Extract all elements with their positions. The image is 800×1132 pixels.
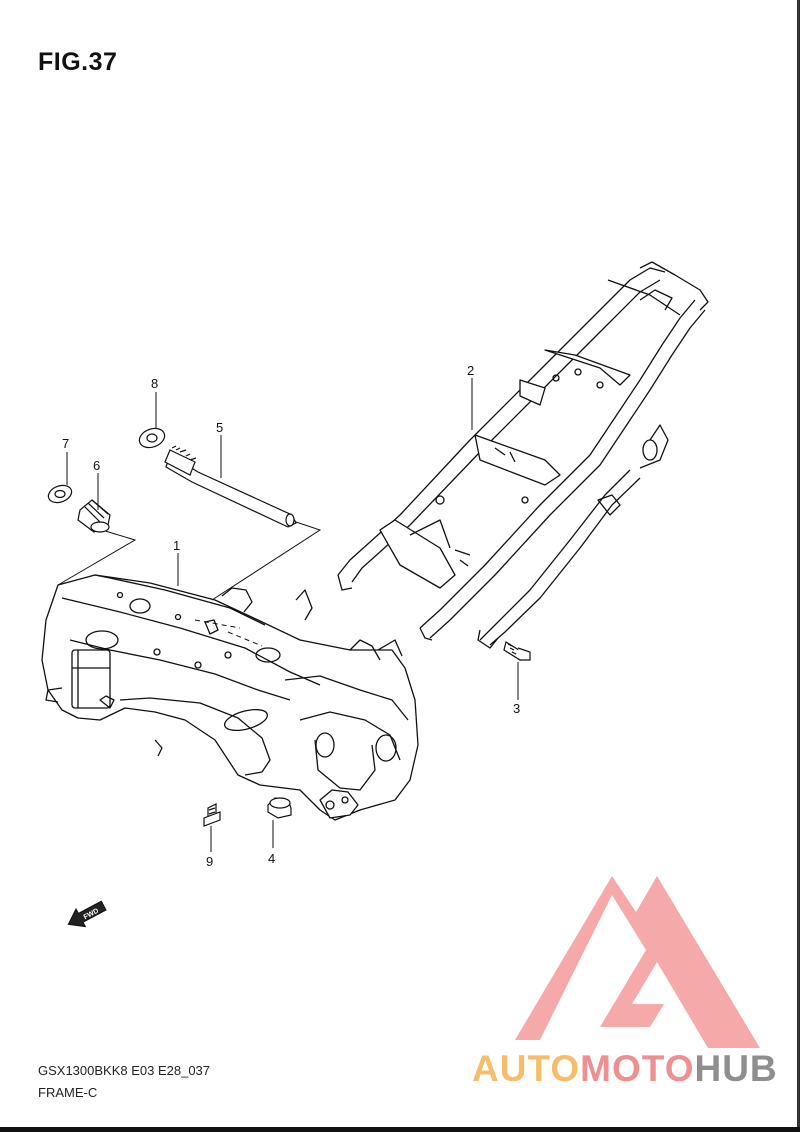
bolt-part-3 (503, 641, 531, 661)
forward-arrow-icon: FWD (67, 900, 107, 928)
watermark-hub: HUB (694, 1048, 778, 1089)
callout-6: 6 (93, 458, 100, 473)
watermark-logo (515, 876, 760, 1048)
nut-part-7 (47, 484, 73, 504)
right-border (797, 0, 800, 1132)
shaft-part-5 (164, 445, 297, 528)
spacer-part-6 (77, 499, 111, 533)
callout-3: 3 (513, 701, 520, 716)
callout-2: 2 (467, 363, 474, 378)
callout-5: 5 (216, 420, 223, 435)
bolt-part-9 (203, 803, 221, 827)
seat-rail (337, 261, 709, 649)
leader-lines (66, 378, 519, 852)
watermark-text: AUTOMOTOHUB (472, 1048, 778, 1090)
main-frame (41, 574, 419, 821)
collar-part-4 (267, 797, 292, 819)
callout-4: 4 (268, 851, 275, 866)
figure-title: FIG.37 (38, 48, 118, 76)
watermark-auto: AUTO (472, 1048, 581, 1089)
watermark-moto: MOTO (580, 1048, 695, 1089)
model-code: GSX1300BKK8 E03 E28_037 (38, 1063, 211, 1078)
group-name: FRAME-C (38, 1085, 98, 1100)
assembly-lines (57, 519, 322, 647)
callout-1: 1 (173, 538, 180, 553)
nut-part-8 (138, 427, 166, 449)
callout-7: 7 (62, 436, 69, 451)
callout-9: 9 (206, 854, 213, 869)
callout-8: 8 (151, 376, 158, 391)
bottom-border (0, 1127, 800, 1132)
